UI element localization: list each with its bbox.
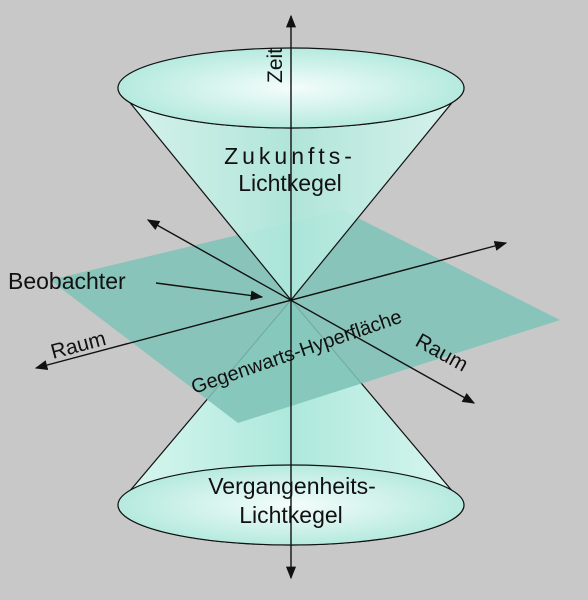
observer-label: Beobachter bbox=[8, 268, 126, 294]
time-axis-label: Zeit bbox=[264, 48, 287, 83]
space-axis-right-arrow bbox=[146, 219, 476, 404]
future-cone-label-line1: Zukunfts- bbox=[224, 143, 356, 169]
past-cone-label-line1: Vergangenheits- bbox=[208, 473, 376, 499]
observer-pointer-arrow bbox=[155, 282, 264, 301]
future-cone-label-line2: Lichtkegel bbox=[238, 170, 342, 196]
past-cone-label-line2: Lichtkegel bbox=[239, 502, 343, 528]
space-axis-left-label: Raum bbox=[48, 327, 108, 364]
